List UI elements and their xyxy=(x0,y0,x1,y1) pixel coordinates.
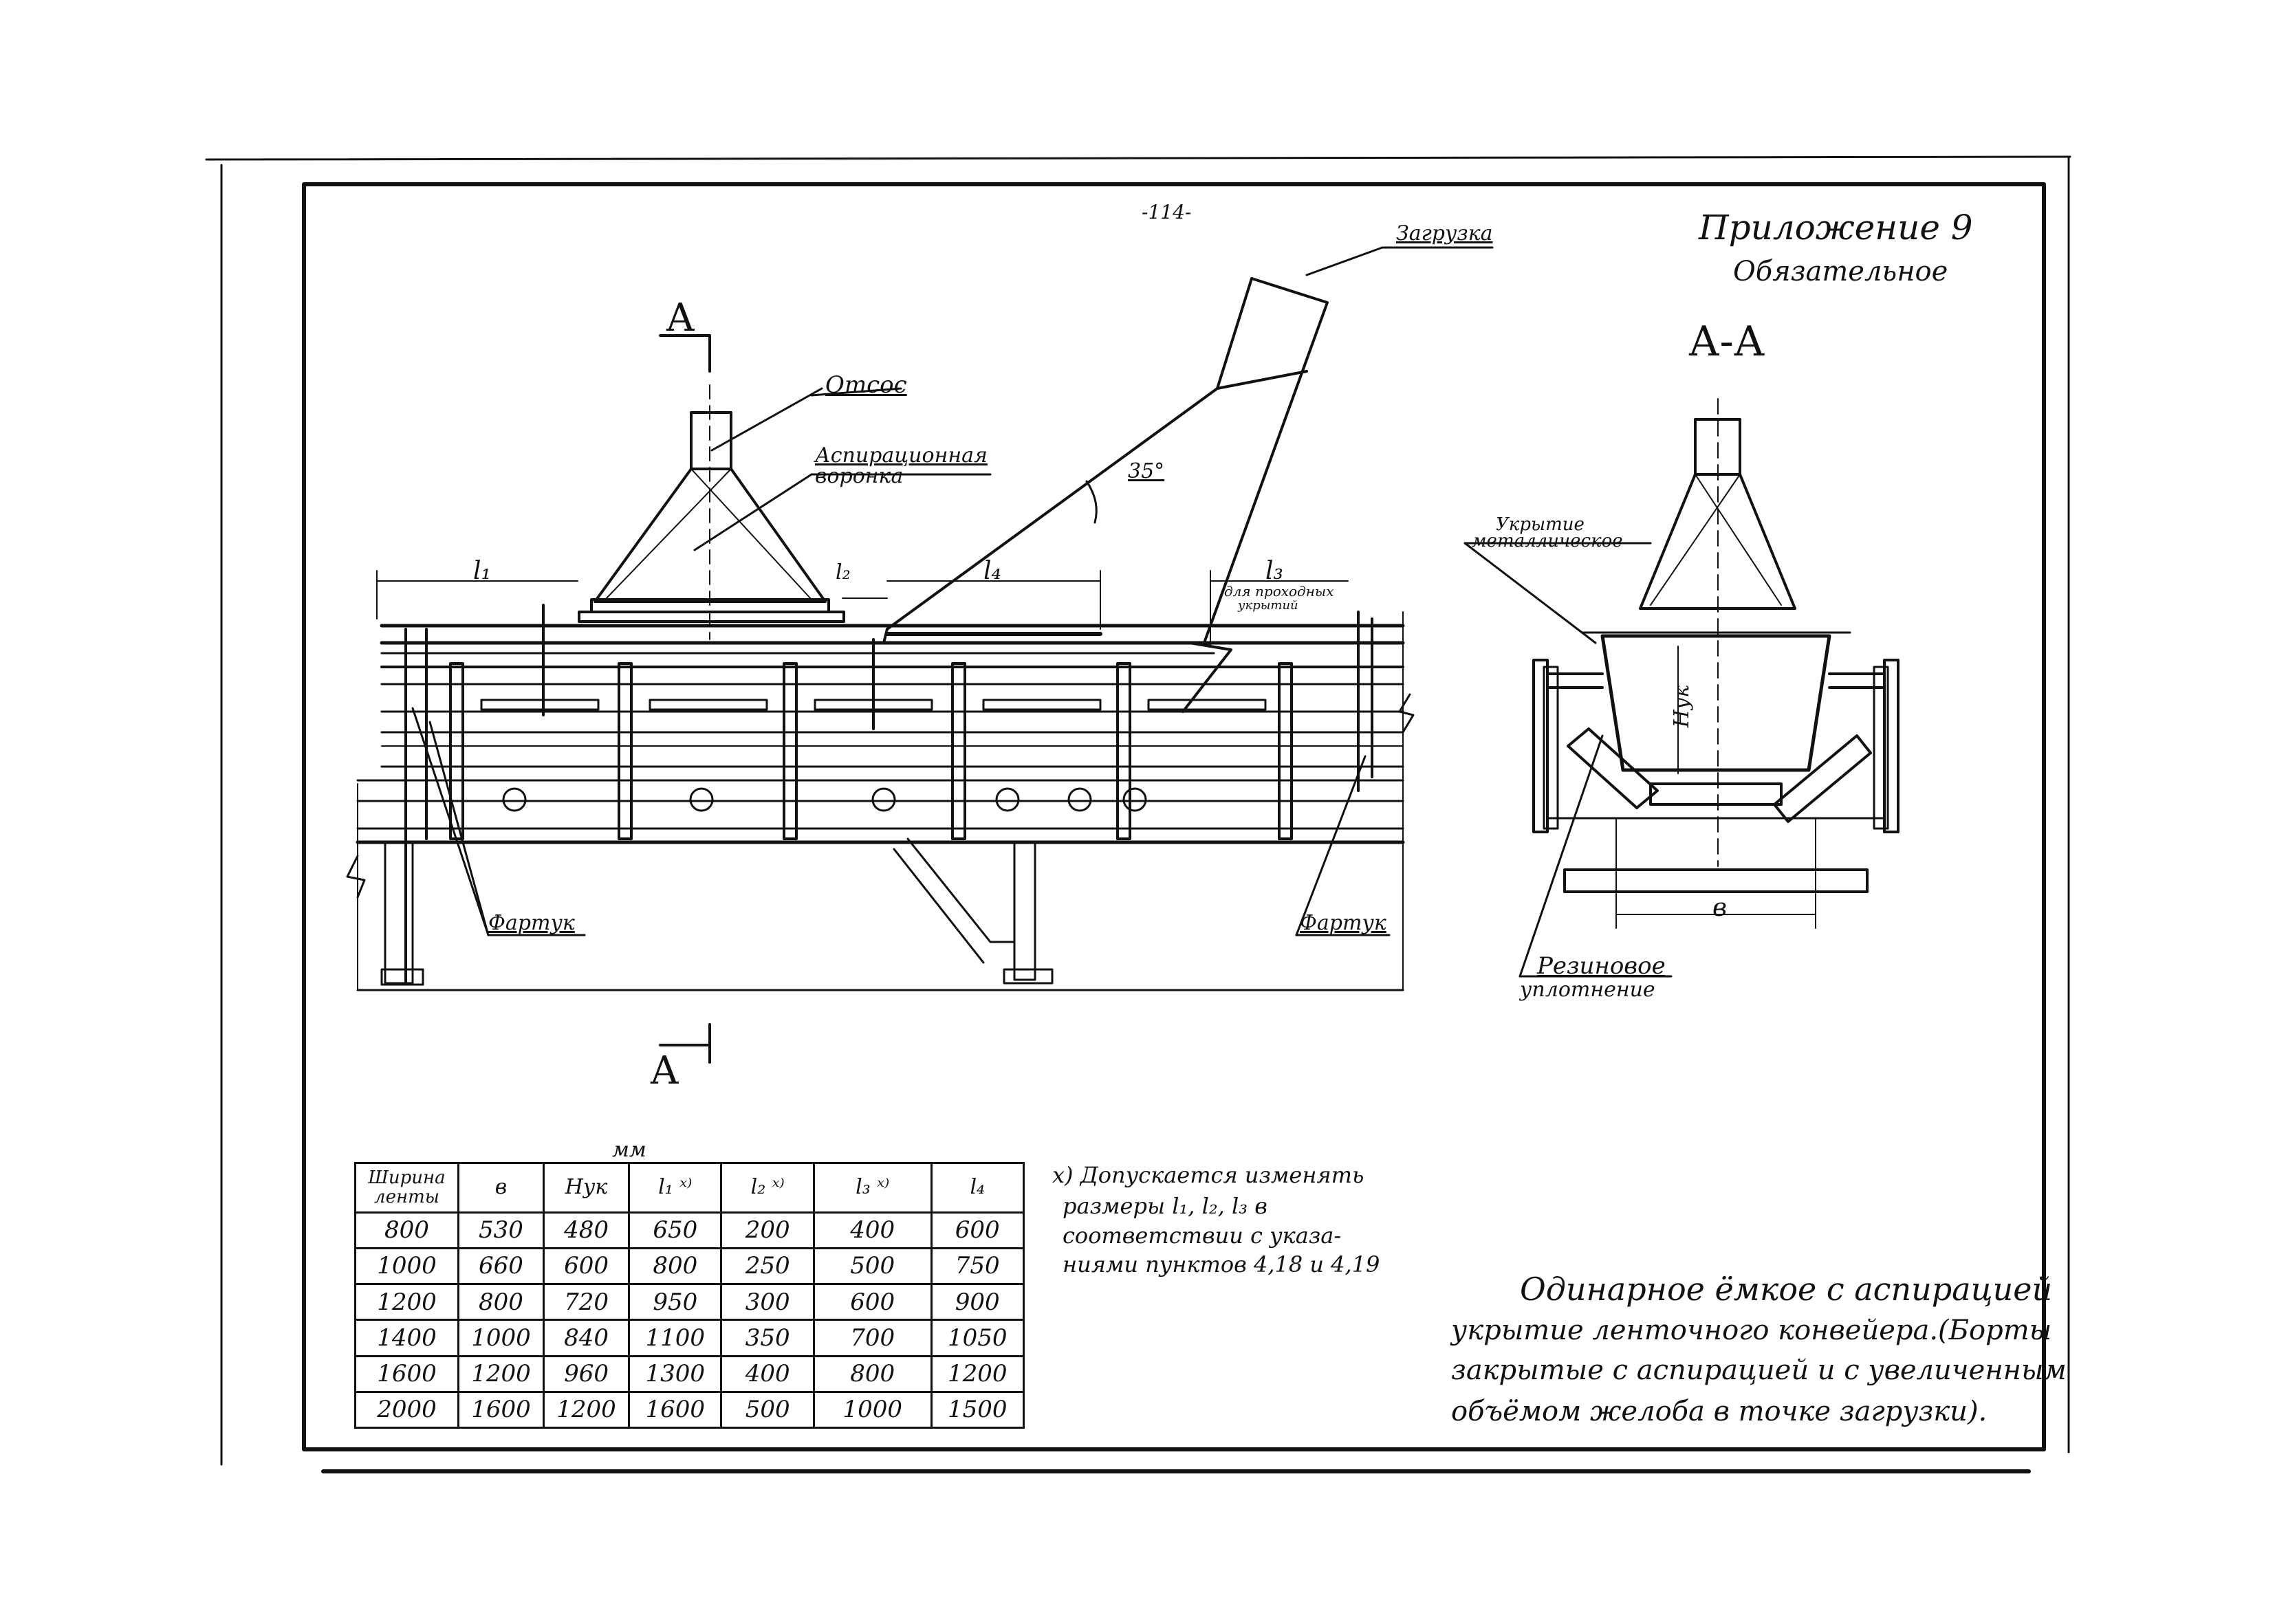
table-cell: 1100 xyxy=(628,1319,723,1357)
table-header: Ширина ленты xyxy=(354,1162,459,1214)
rubber-seal-label-1: Резиновое xyxy=(1537,952,1666,980)
table-header: l₄ xyxy=(930,1162,1025,1214)
table-cell: 350 xyxy=(720,1319,815,1357)
footnote-line-1: х) Допускается изменять xyxy=(1052,1162,1364,1188)
table-cell: 720 xyxy=(542,1283,631,1321)
table-header-row: Ширина ленты в Нук l₁ ˣ⁾ l₂ ˣ⁾ l₃ ˣ⁾ l₄ xyxy=(354,1162,1025,1214)
table-cell: 1000 xyxy=(354,1247,459,1286)
table-cell: 600 xyxy=(812,1283,933,1321)
passage-note-1: для проходных xyxy=(1224,583,1334,600)
table-cell: 600 xyxy=(930,1211,1025,1249)
passage-note-2: укрытий xyxy=(1238,598,1298,613)
drawing-frame xyxy=(205,155,2071,1473)
caption-line-1: Одинарное ёмкое с аспирацией xyxy=(1520,1271,2053,1308)
table-cell: 1500 xyxy=(930,1390,1025,1429)
section-mark-bottom: А xyxy=(650,1049,679,1093)
caption-line-2: укрытие ленточного конвейера.(Борты xyxy=(1451,1315,2052,1346)
table-cell: 1200 xyxy=(542,1390,631,1429)
table-cell: 2000 xyxy=(354,1390,459,1429)
table-cell: 250 xyxy=(720,1247,815,1286)
appendix-title: Приложение 9 xyxy=(1699,208,1973,248)
table-header: l₁ ˣ⁾ xyxy=(628,1162,723,1214)
table-cell: 500 xyxy=(812,1247,933,1286)
conveyor-side-view xyxy=(346,246,1494,1064)
table-cell: 660 xyxy=(457,1247,545,1286)
table-cell: 750 xyxy=(930,1247,1025,1286)
table-cell: 800 xyxy=(628,1247,723,1286)
section-a-a-view xyxy=(1463,398,1900,978)
dim-l4: l₄ xyxy=(983,557,1001,585)
table-row: 1400 1000 840 1100 350 700 1050 xyxy=(354,1319,1025,1357)
appendix-status: Обязательное xyxy=(1733,256,1948,287)
dim-l3: l₃ xyxy=(1265,557,1283,585)
loading-label: Загрузка xyxy=(1396,221,1493,245)
dim-l2: l₂ xyxy=(836,560,851,584)
rubber-seal-label-2: уплотнение xyxy=(1520,978,1655,1002)
table-cell: 1200 xyxy=(354,1283,459,1321)
dim-l1: l₁ xyxy=(473,557,491,585)
table-cell: 800 xyxy=(812,1354,933,1393)
table-cell: 960 xyxy=(542,1354,631,1393)
table-row: 1000 660 600 800 250 500 750 xyxy=(354,1247,1025,1286)
table-cell: 1050 xyxy=(930,1319,1025,1357)
metal-cover-label-1: Укрытие xyxy=(1496,514,1585,535)
table-cell: 1600 xyxy=(457,1390,545,1429)
dimensions-table: Ширина ленты в Нук l₁ ˣ⁾ l₂ ˣ⁾ l₃ ˣ⁾ l₄ … xyxy=(354,1162,1025,1429)
footnote-line-3: соответствии с указа- xyxy=(1063,1222,1342,1249)
table-cell: 1300 xyxy=(628,1354,723,1393)
page-number: -114- xyxy=(1142,201,1192,223)
table-cell: 600 xyxy=(542,1247,631,1286)
table-cell: 700 xyxy=(812,1319,933,1357)
table-header: l₂ ˣ⁾ xyxy=(720,1162,815,1214)
table-row: 800 530 480 650 200 400 600 xyxy=(354,1211,1025,1249)
table-cell: 840 xyxy=(542,1319,631,1357)
table-cell: 300 xyxy=(720,1283,815,1321)
table-cell: 800 xyxy=(354,1211,459,1249)
table-unit: мм xyxy=(612,1138,646,1162)
section-mark-top: А xyxy=(666,296,695,340)
aspiration-funnel-label-1: Аспирационная xyxy=(815,443,988,468)
table-cell: 1200 xyxy=(457,1354,545,1393)
table-cell: 1000 xyxy=(457,1319,545,1357)
caption-line-3: закрытые с аспирацией и с увеличенным xyxy=(1451,1354,2067,1386)
table-header: l₃ ˣ⁾ xyxy=(812,1162,933,1214)
table-row: 2000 1600 1200 1600 500 1000 1500 xyxy=(354,1390,1025,1429)
table-row: 1600 1200 960 1300 400 800 1200 xyxy=(354,1354,1025,1393)
footnote-line-2: размеры l₁, l₂, l₃ в xyxy=(1063,1193,1267,1219)
apron-right-label: Фартук xyxy=(1300,911,1386,935)
table-header: в xyxy=(457,1162,545,1214)
table-cell: 480 xyxy=(542,1211,631,1249)
table-header: Нук xyxy=(542,1162,631,1214)
table-cell: 1400 xyxy=(354,1319,459,1357)
table-cell: 1600 xyxy=(628,1390,723,1429)
section-view-title: А-А xyxy=(1688,318,1765,366)
table-cell: 1000 xyxy=(812,1390,933,1429)
hyk-label: Нук xyxy=(1670,685,1695,728)
table-cell: 530 xyxy=(457,1211,545,1249)
table-row: 1200 800 720 950 300 600 900 xyxy=(354,1283,1025,1321)
angle-label: 35° xyxy=(1128,459,1165,483)
b-label: в xyxy=(1712,894,1727,922)
table-cell: 1600 xyxy=(354,1354,459,1393)
caption-line-4: объёмом желоба в точке загрузки). xyxy=(1451,1396,1988,1427)
aspiration-funnel-label-2: воронка xyxy=(815,464,904,488)
table-cell: 200 xyxy=(720,1211,815,1249)
table-cell: 400 xyxy=(720,1354,815,1393)
suction-label: Отсос xyxy=(825,371,907,399)
footnote-line-4: ниями пунктов 4,18 и 4,19 xyxy=(1063,1251,1380,1277)
table-cell: 800 xyxy=(457,1283,545,1321)
table-cell: 400 xyxy=(812,1211,933,1249)
apron-left-label: Фартук xyxy=(488,911,575,935)
table-cell: 500 xyxy=(720,1390,815,1429)
table-cell: 950 xyxy=(628,1283,723,1321)
table-cell: 650 xyxy=(628,1211,723,1249)
metal-cover-label-2: металлическое xyxy=(1472,531,1623,551)
table-cell: 1200 xyxy=(930,1354,1025,1393)
table-cell: 900 xyxy=(930,1283,1025,1321)
